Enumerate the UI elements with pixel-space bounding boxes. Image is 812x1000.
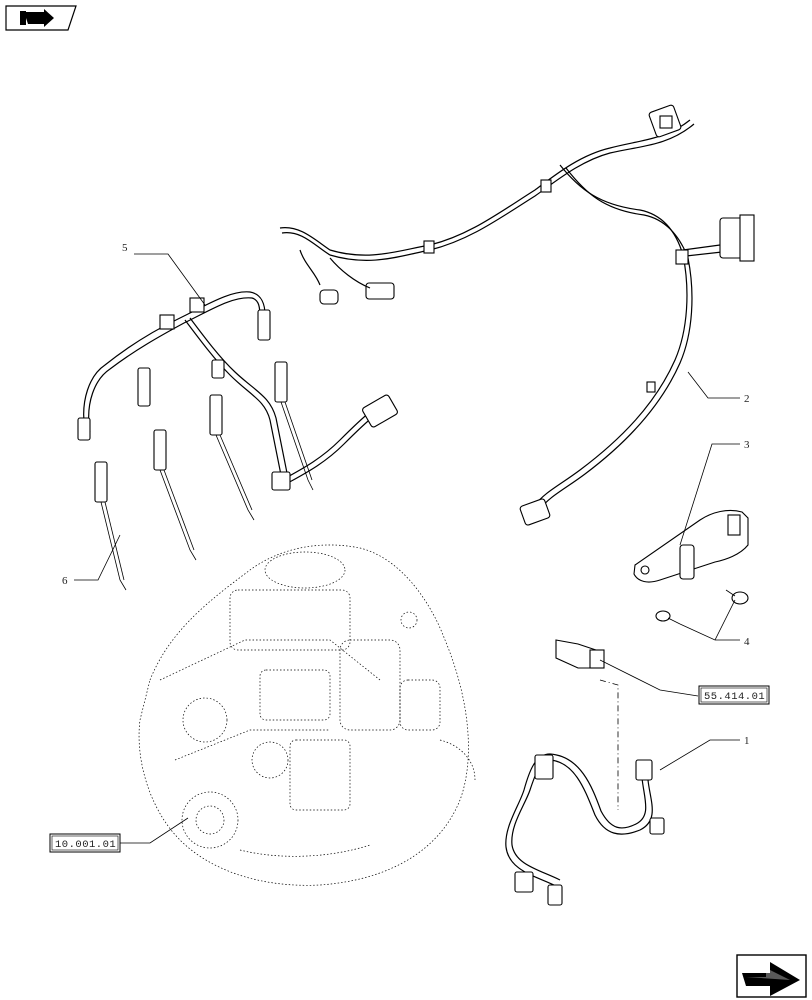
callout-2: 2	[744, 393, 750, 405]
wiring-harness-1	[505, 679, 665, 906]
callout-4: 4	[744, 636, 750, 648]
engine-assembly	[138, 544, 476, 886]
sensor-part	[555, 639, 605, 669]
bracket-3	[633, 509, 749, 583]
reference-label-sensor: 55.414.01	[704, 691, 765, 703]
callout-1: 1	[744, 735, 750, 747]
screws-4	[655, 589, 749, 625]
next-page-arrow-icon[interactable]	[736, 954, 807, 998]
callout-6: 6	[62, 575, 68, 587]
wiring-harness-2	[279, 104, 755, 526]
reference-box-sensor[interactable]: 55.414.01	[698, 685, 770, 705]
book-arrow-icon[interactable]	[5, 5, 77, 31]
callout-3: 3	[744, 439, 750, 451]
wiring-harness-5	[77, 291, 398, 491]
callout-5: 5	[122, 242, 128, 254]
glow-plugs-6	[94, 361, 314, 591]
leader-lines	[74, 253, 740, 844]
reference-label-engine: 10.001.01	[55, 839, 116, 851]
reference-box-engine[interactable]: 10.001.01	[49, 833, 121, 853]
